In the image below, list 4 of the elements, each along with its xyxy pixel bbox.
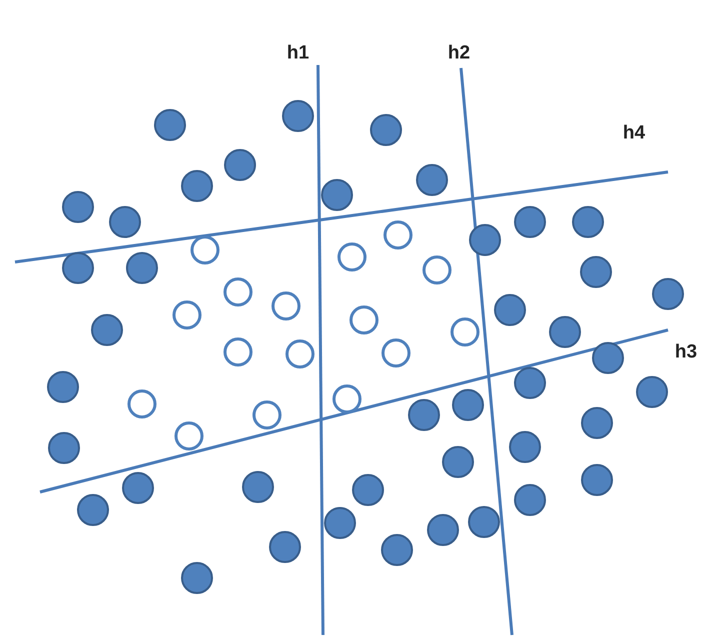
line-label: h1: [286, 44, 310, 62]
line-label: h4: [622, 124, 646, 142]
line-label: h3: [674, 342, 698, 362]
line-label: h2: [448, 44, 470, 62]
